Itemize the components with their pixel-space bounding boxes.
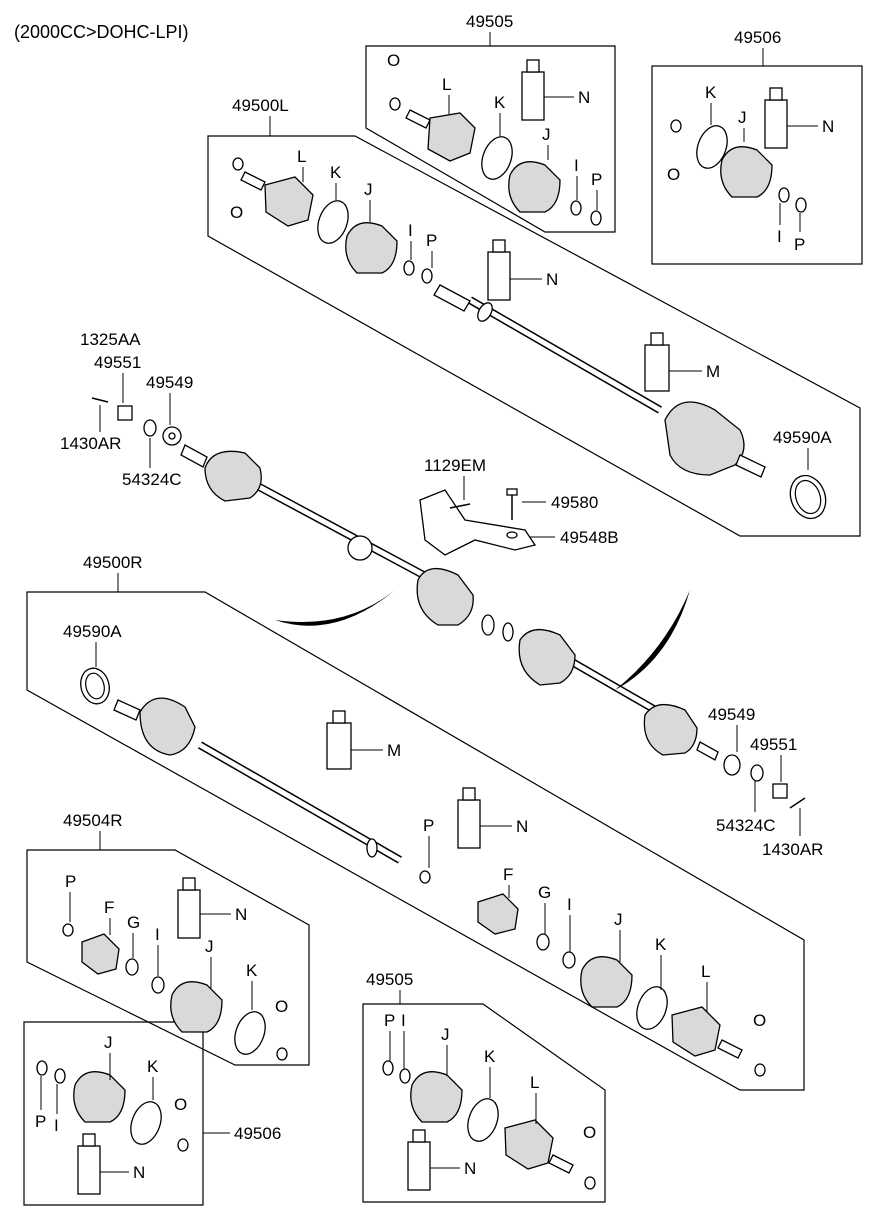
callout-O: O [275, 997, 288, 1016]
label-49548B: 49548B [560, 528, 619, 547]
callout-N: N [546, 270, 558, 289]
label-49549-right: 49549 [708, 705, 755, 724]
callout-N: N [578, 88, 590, 107]
label-49500R: 49500R [83, 553, 143, 572]
label-49505-top: 49505 [466, 12, 513, 31]
callout-N: N [464, 1159, 476, 1178]
callout-K: K [147, 1057, 159, 1076]
callout-G: G [538, 883, 551, 902]
label-54324C-left: 54324C [122, 470, 182, 489]
callout-J: J [738, 108, 747, 127]
callout-F: F [503, 865, 513, 884]
callout-K: K [484, 1047, 496, 1066]
joint-parts-49506-bottom [36, 1060, 189, 1152]
label-49505-bottom: 49505 [366, 970, 413, 989]
callout-I: I [401, 1011, 406, 1030]
callout-F: F [104, 898, 114, 917]
callout-I: I [777, 227, 782, 246]
callout-P: P [423, 816, 434, 835]
callout-N: N [235, 905, 247, 924]
callout-L: L [442, 75, 451, 94]
callout-O: O [583, 1123, 596, 1142]
joint-parts-49500R [477, 893, 766, 1077]
callout-J: J [614, 910, 623, 929]
joint-parts-49504R [62, 923, 288, 1061]
callout-L: L [701, 962, 710, 981]
callout-M: M [387, 741, 401, 760]
callout-I: I [567, 895, 572, 914]
joint-parts-49505-top [389, 97, 602, 226]
label-49549-left: 49549 [146, 373, 193, 392]
callout-P: P [591, 170, 602, 189]
callout-J: J [205, 937, 214, 956]
label-49590A-left: 49590A [63, 622, 122, 641]
callout-J: J [364, 180, 373, 199]
engine-note: (2000CC>DOHC-LPI) [14, 22, 189, 42]
callout-J: J [542, 125, 551, 144]
callout-N: N [133, 1163, 145, 1182]
callout-O: O [174, 1095, 187, 1114]
callout-I: I [155, 925, 160, 944]
label-1129EM: 1129EM [424, 456, 486, 475]
callout-L: L [530, 1073, 539, 1092]
callout-L: L [297, 147, 306, 166]
label-1325AA: 1325AA [80, 330, 141, 349]
drive-shaft-center [180, 444, 806, 809]
callout-P: P [794, 235, 805, 254]
callout-I: I [408, 221, 413, 240]
callout-P: P [65, 872, 76, 891]
box-49506-top [651, 65, 863, 265]
label-49590A-right: 49590A [773, 428, 832, 447]
box-49505-top [365, 45, 616, 233]
callout-N: N [516, 817, 528, 836]
rotation-arrow-left [275, 590, 395, 626]
joint-parts-49506-top [670, 119, 807, 213]
callout-P: P [426, 231, 437, 250]
label-49580: 49580 [551, 493, 598, 512]
callout-M: M [706, 362, 720, 381]
label-49551-right: 49551 [750, 735, 797, 754]
callout-P: P [384, 1011, 395, 1030]
callout-K: K [246, 961, 258, 980]
grease-tubes [77, 59, 788, 1195]
box-49505-bottom [362, 1003, 606, 1203]
callout-I: I [574, 156, 579, 175]
callout-P: P [35, 1112, 46, 1131]
callout-K: K [494, 93, 506, 112]
rotation-arrow-right [615, 590, 690, 690]
drive-shaft-right [80, 667, 431, 884]
joint-parts-49505-bottom [382, 1060, 596, 1190]
joint-parts-49500L [232, 157, 433, 284]
label-54324C-right: 54324C [716, 816, 776, 835]
bracket-49548B [419, 488, 537, 556]
box-49504R [26, 849, 310, 1066]
label-1430AR-left: 1430AR [60, 434, 121, 453]
callout-O: O [667, 165, 680, 184]
label-49551-left: 49551 [94, 353, 141, 372]
callout-N: N [822, 117, 834, 136]
callout-O: O [753, 1011, 766, 1030]
callout-K: K [705, 83, 717, 102]
box-49500R [26, 591, 805, 1091]
label-49504R: 49504R [63, 811, 123, 830]
label-49500L: 49500L [232, 96, 289, 115]
callout-O: O [387, 51, 400, 70]
callout-K: K [330, 163, 342, 182]
label-1430AR-right: 1430AR [762, 840, 823, 859]
callout-J: J [441, 1025, 450, 1044]
box-49506-bottom [23, 1021, 204, 1206]
callout-J: J [104, 1033, 113, 1052]
callout-G: G [127, 913, 140, 932]
box-49500L [207, 135, 861, 537]
label-49506-bottom: 49506 [234, 1124, 281, 1143]
left-end-hardware [91, 397, 182, 446]
callout-O: O [230, 203, 243, 222]
callout-K: K [655, 935, 667, 954]
callout-I: I [54, 1116, 59, 1135]
letter-callouts: O L K J I P N K J N O I P L K J I P [35, 51, 834, 1182]
drive-shaft-left [433, 284, 827, 520]
label-49506-top: 49506 [734, 28, 781, 47]
